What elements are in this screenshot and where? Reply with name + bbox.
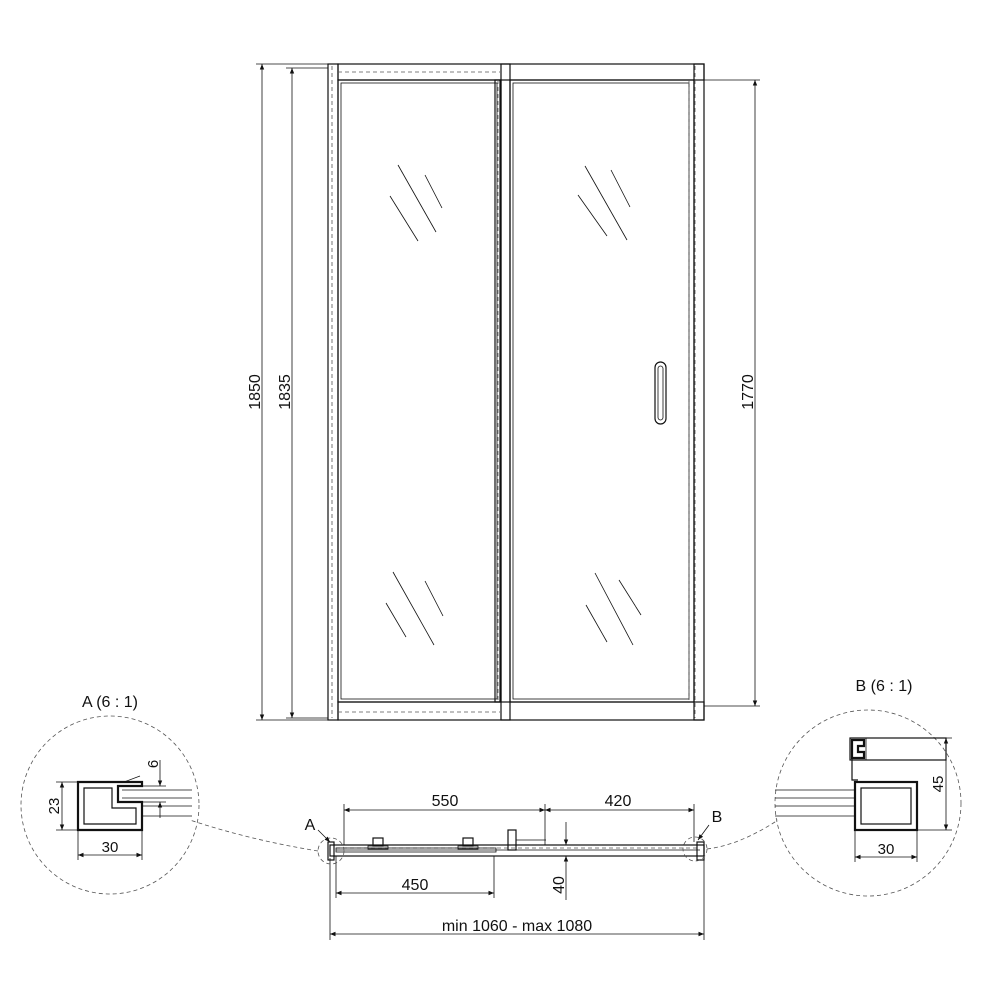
top-rail [337, 63, 705, 81]
detail-b-title: B (6 : 1) [856, 678, 913, 695]
label-install-width: min 1060 - max 1080 [442, 918, 592, 935]
plan-view: 550 420 450 40 min 1060 - max 10 [189, 793, 779, 940]
detail-a-height: 23 [46, 798, 63, 815]
label-panel-height: 1835 [277, 374, 294, 410]
dimension-install-width: min 1060 - max 1080 [329, 858, 705, 940]
detail-b-width: 30 [878, 841, 895, 858]
door-handle [654, 361, 667, 425]
detail-b-height: 45 [930, 776, 947, 793]
dimension-depth: 40 [548, 822, 575, 900]
detail-b-marker: B [712, 809, 723, 826]
detail-a-width: 30 [102, 839, 119, 856]
right-wall-profile [693, 63, 705, 721]
dimension-door-height: 1770 [704, 79, 760, 707]
left-wall-profile [327, 63, 339, 721]
dimension-panel-height: 1835 [277, 67, 328, 719]
dimension-total-height: 1850 [247, 63, 328, 721]
glass-reflection-marks [385, 164, 642, 646]
detail-a-title: A (6 : 1) [82, 694, 138, 711]
detail-a-profile [76, 780, 144, 832]
label-right-width: 420 [605, 793, 632, 810]
front-elevation: 1850 1835 1770 [247, 63, 760, 721]
detail-a-marker: A [305, 817, 316, 834]
detail-a: A (6 : 1) 23 6 30 [20, 694, 200, 895]
detail-a-lip: 6 [145, 760, 162, 768]
detail-b-seal [850, 738, 866, 760]
center-divider [500, 63, 511, 721]
label-depth: 40 [551, 876, 568, 894]
detail-a-marker-circle [317, 837, 345, 865]
bottom-rail [337, 701, 705, 721]
detail-b-profile [853, 780, 919, 832]
dimension-fixed-glass-width: 450 [335, 856, 495, 898]
detail-b: B (6 : 1) 45 30 [774, 678, 962, 897]
plan-track [329, 844, 705, 857]
label-door-height: 1770 [740, 374, 757, 410]
plan-handle [507, 829, 517, 851]
label-total-height: 1850 [247, 374, 264, 410]
label-top-width: 550 [432, 793, 459, 810]
dimension-right-width: 420 [545, 793, 695, 842]
label-fixed-glass-width: 450 [402, 877, 429, 894]
detail-a-circle [20, 715, 200, 895]
detail-b-circle [774, 709, 962, 897]
fixed-panel [337, 79, 501, 703]
dimension-top-width: 550 [343, 793, 546, 845]
